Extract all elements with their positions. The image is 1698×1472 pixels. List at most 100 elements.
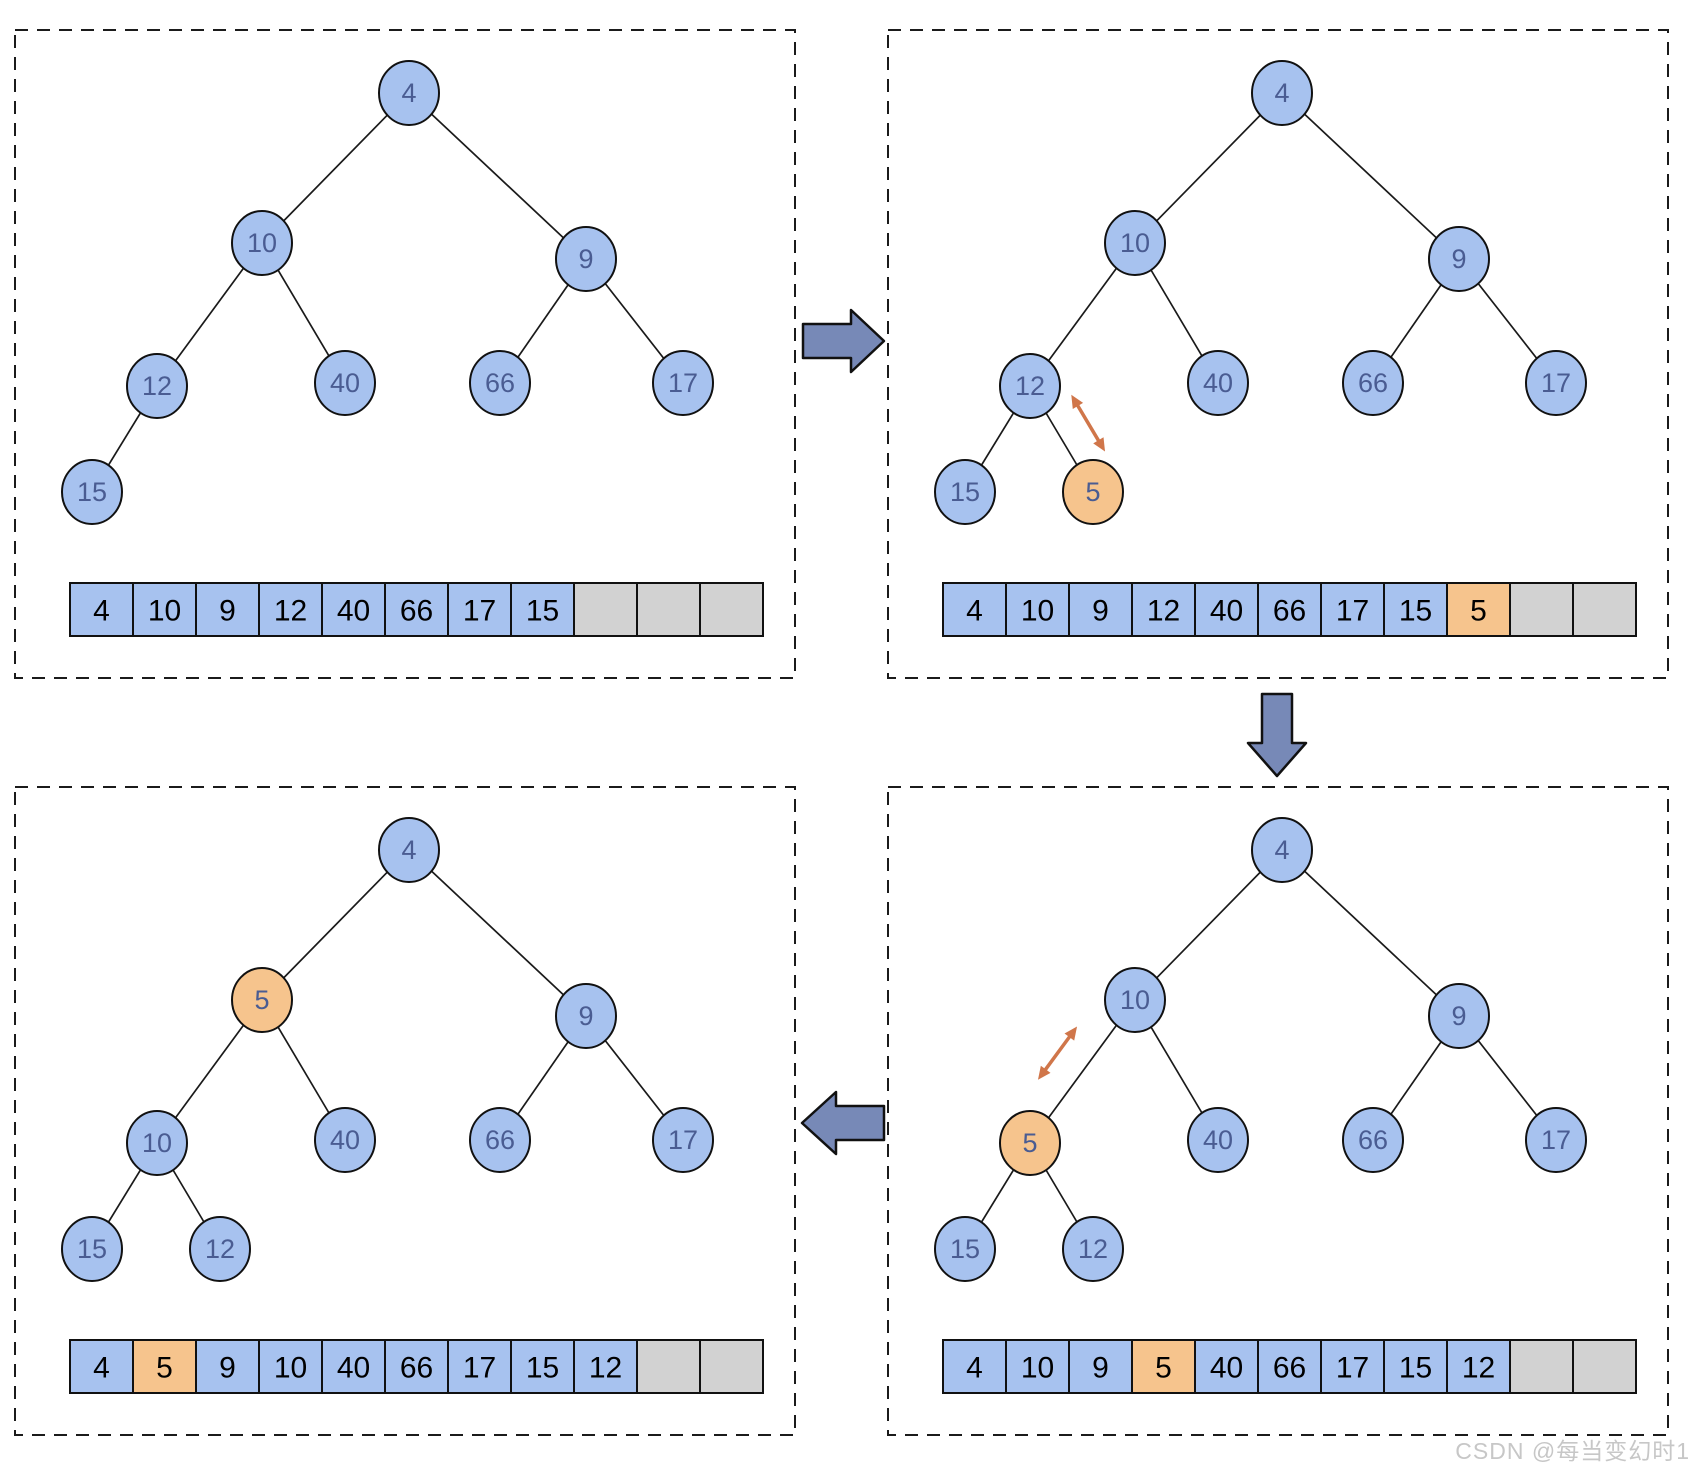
array-cell (1509, 582, 1574, 637)
array-cell (1572, 582, 1637, 637)
array-cell-value: 4 (966, 1352, 983, 1385)
heap-node-value: 17 (1541, 368, 1571, 398)
array-cell (636, 582, 701, 637)
heap-node (314, 350, 376, 416)
array-cell-filled (510, 582, 575, 637)
array-cell-value: 10 (148, 595, 181, 628)
heap-node (999, 353, 1061, 419)
array-cell: 66 (384, 1339, 449, 1394)
tree-edge-root-r (1281, 92, 1460, 260)
array-cell: 12 (258, 582, 323, 637)
array-cell-filled (132, 582, 197, 637)
heap-node-value: 4 (1274, 78, 1289, 108)
heap-node-value: 17 (668, 368, 698, 398)
array-cell-value: 5 (156, 1352, 173, 1385)
array-cell-empty (1509, 582, 1574, 637)
array-cell (1509, 1339, 1574, 1394)
array-cell: 17 (447, 582, 512, 637)
array-cell: 10 (132, 582, 197, 637)
heap-node-value: 5 (1022, 1128, 1037, 1158)
heap-node (652, 350, 714, 416)
heap-node (378, 60, 440, 126)
array-cell: 10 (258, 1339, 323, 1394)
array-cell-empty (1572, 582, 1637, 637)
array-cell: 9 (195, 582, 260, 637)
array-cell: 4 (942, 1339, 1007, 1394)
array-cell-filled (69, 1339, 134, 1394)
array-cell-filled (510, 1339, 575, 1394)
array-cell: 66 (1257, 1339, 1322, 1394)
array-cell-value: 15 (526, 595, 559, 628)
array-cell: 12 (1446, 1339, 1511, 1394)
tree-node-step-3-17: 17 (1525, 1107, 1587, 1173)
array-cell-empty (1572, 1339, 1637, 1394)
array-cell: 17 (1320, 1339, 1385, 1394)
array-cell-highlighted (1446, 582, 1511, 637)
array-cell-filled (258, 582, 323, 637)
array-cell (636, 1339, 701, 1394)
array-cell: 40 (321, 582, 386, 637)
array-cell-value: 40 (1210, 595, 1243, 628)
array-cell: 66 (1257, 582, 1322, 637)
heap-node (1342, 1107, 1404, 1173)
array-cell-empty (636, 1339, 701, 1394)
tree-node-step-1-40: 40 (314, 350, 376, 416)
array-cell-filled (942, 1339, 1007, 1394)
heap-node-value: 12 (1015, 371, 1045, 401)
array-cell-filled (1005, 582, 1070, 637)
heap-node (1104, 967, 1166, 1033)
tree-node-step-4-5: 5 (231, 967, 293, 1033)
array-cell-value: 66 (1273, 595, 1306, 628)
tree-node-step-2-40: 40 (1187, 350, 1249, 416)
array-cell-filled (384, 1339, 449, 1394)
heap-node-value: 10 (1120, 228, 1150, 258)
array-cell-filled (258, 1339, 323, 1394)
tree-node-step-3-40: 40 (1187, 1107, 1249, 1173)
array-cell: 40 (1194, 582, 1259, 637)
array-cell: 15 (1383, 1339, 1448, 1394)
array-cell-value: 10 (274, 1352, 307, 1385)
array-cell-value: 66 (400, 595, 433, 628)
tree-edge-root-r (408, 849, 587, 1017)
swap-arrow-head-2 (1037, 1065, 1051, 1080)
array-cell-value: 5 (1155, 1352, 1172, 1385)
heap-node-value: 15 (77, 477, 107, 507)
swap-arrow-head-1 (1064, 1026, 1078, 1041)
tree-node-step-2-15: 15 (934, 459, 996, 525)
heap-node-value: 17 (668, 1125, 698, 1155)
heap-node-highlighted (999, 1110, 1061, 1176)
heap-node (1251, 817, 1313, 883)
flow-arrow-right-step1-to-step2 (801, 308, 886, 374)
array-cell (573, 582, 638, 637)
heap-node (652, 1107, 714, 1173)
tree-node-step-3-12: 12 (1062, 1216, 1124, 1282)
array-cell-value: 9 (1092, 1352, 1109, 1385)
array-cell: 5 (1446, 582, 1511, 637)
array-cell-value: 17 (463, 595, 496, 628)
array-cell-value: 40 (1210, 1352, 1243, 1385)
heap-node (1251, 60, 1313, 126)
heap-node (314, 1107, 376, 1173)
tree-node-step-3-15: 15 (934, 1216, 996, 1282)
heap-node-value: 5 (1085, 477, 1100, 507)
heap-node (126, 353, 188, 419)
array-cell-value: 66 (1273, 1352, 1306, 1385)
array-cell-empty (699, 1339, 764, 1394)
heap-node-highlighted (1062, 459, 1124, 525)
panel-border-step-4 (14, 786, 796, 1436)
array-cell-filled (1383, 582, 1448, 637)
array-cell-value: 9 (219, 1352, 236, 1385)
heap-node (934, 1216, 996, 1282)
array-cell-filled (1383, 1339, 1448, 1394)
tree-node-step-4-15: 15 (61, 1216, 123, 1282)
tree-node-step-4-17: 17 (652, 1107, 714, 1173)
panel-border-step-3 (887, 786, 1669, 1436)
array-cell-value: 10 (1021, 595, 1054, 628)
heap-node-value: 40 (330, 368, 360, 398)
array-cell-value: 12 (1147, 595, 1180, 628)
heap-node (1525, 350, 1587, 416)
